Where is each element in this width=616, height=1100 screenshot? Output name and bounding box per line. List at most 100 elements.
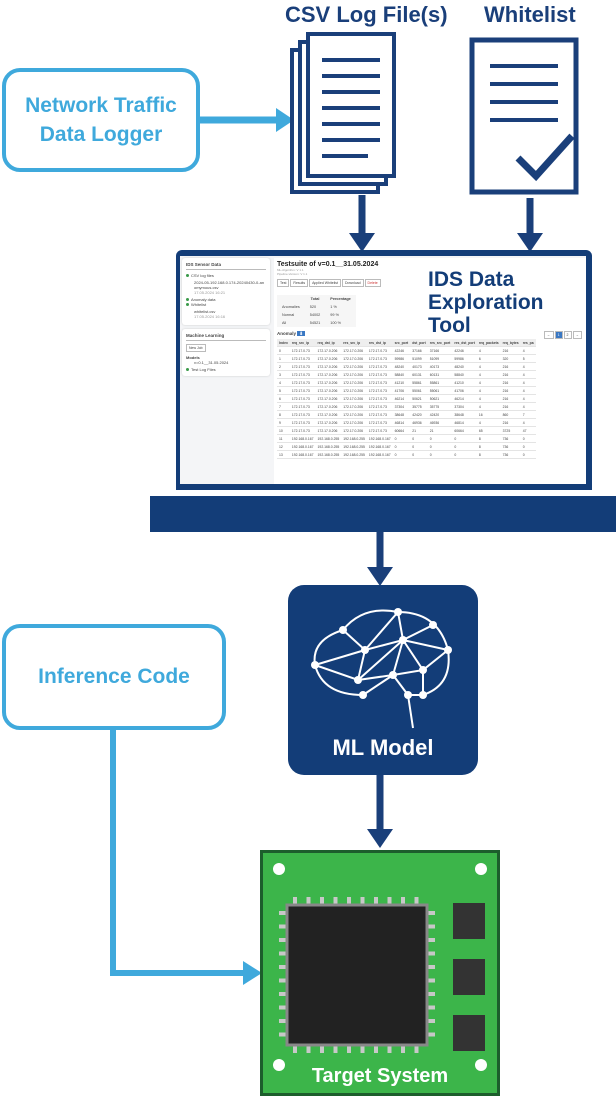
page-1[interactable]: 1: [554, 331, 563, 339]
chip-pin: [279, 951, 287, 956]
anomaly-data-item[interactable]: Anomaly data: [186, 297, 266, 302]
table-cell: 0: [520, 450, 536, 459]
chip-pin: [374, 1045, 378, 1053]
next-page[interactable]: →: [572, 331, 582, 339]
table-cell: 50621: [427, 394, 453, 403]
tool-overlay-title: IDS Data Exploration Tool: [428, 268, 544, 338]
table-cell: 172.17.0.73: [366, 378, 393, 387]
results-button[interactable]: Results: [290, 279, 309, 287]
table-cell: 0: [427, 442, 453, 451]
chip-pin: [427, 938, 435, 942]
prev-page[interactable]: ←: [544, 331, 554, 339]
laptop-base: [150, 496, 616, 532]
table-cell: 21: [410, 426, 428, 435]
download-anomaly-icon[interactable]: ⬇: [297, 331, 306, 336]
table-cell: 192.168.0.167: [366, 434, 393, 443]
table-cell: 3725: [500, 426, 521, 435]
column-header[interactable]: res_dst_ip: [366, 339, 393, 347]
column-header[interactable]: res_dst_port: [452, 339, 477, 347]
table-cell: 0: [427, 434, 453, 443]
column-header[interactable]: req_src_ip: [289, 339, 316, 347]
table-cell: 37166: [410, 346, 428, 355]
whitelist-item[interactable]: Whitelist: [186, 302, 266, 307]
table-cell: 42420: [410, 410, 428, 419]
column-header[interactable]: req_bytes: [500, 339, 521, 347]
chip-pin: [293, 897, 297, 905]
table-cell: 8: [476, 450, 501, 459]
test-log-files-item[interactable]: Test Log Files: [186, 367, 266, 372]
table-cell: 192.168.0.167: [366, 450, 393, 459]
table-cell: 0: [452, 450, 477, 459]
anomaly-section-label: Anomaly: [277, 331, 297, 336]
column-header[interactable]: res_src_ip: [341, 339, 367, 347]
download-button[interactable]: Download: [341, 279, 364, 287]
models-label: Models: [186, 355, 200, 360]
chip-pin: [306, 1045, 311, 1053]
delete-button[interactable]: Delete: [364, 279, 381, 287]
page-2[interactable]: 2: [563, 331, 572, 339]
chip-pin: [279, 1032, 287, 1037]
table-cell: 0: [452, 434, 477, 443]
table-cell: 172.17.0.206: [341, 378, 367, 387]
table-cell: 46936: [427, 418, 453, 427]
csv-file-entry[interactable]: 2024-05-192.168.0.174-20240430-0-anomymo…: [186, 280, 266, 295]
chip-pin: [279, 978, 287, 983]
column-header[interactable]: dst_port: [410, 339, 428, 347]
chip-pin: [427, 1019, 435, 1023]
table-cell: 9: [277, 418, 290, 427]
sensor-data-title: IDS Sensor Data: [186, 262, 266, 270]
table-cell: 216: [500, 378, 521, 387]
chip-pin: [320, 897, 324, 905]
table-cell: 172.17.0.73: [366, 426, 393, 435]
table-cell: 4: [520, 346, 536, 355]
table-cell: 216: [500, 402, 521, 411]
test-button[interactable]: Test: [277, 279, 290, 287]
table-cell: 4: [520, 418, 536, 427]
column-header[interactable]: res_src_port: [427, 339, 453, 347]
new-job-button[interactable]: New Job: [186, 344, 206, 352]
summary-cell: 520: [309, 305, 317, 309]
table-cell: 172.17.0.73: [289, 370, 316, 379]
applied-whitelist-button[interactable]: Applied Whitelist: [309, 279, 341, 287]
column-header[interactable]: req_packets: [476, 339, 501, 347]
chip-pin: [306, 897, 311, 905]
column-header[interactable]: src_port: [392, 339, 411, 347]
summary-cell: 100 %: [330, 321, 342, 325]
ml-model-box: ML Model: [288, 585, 478, 775]
chip-pin: [360, 897, 365, 905]
table-cell: 172.17.0.73: [289, 362, 316, 371]
table-cell: 4: [476, 378, 501, 387]
column-header[interactable]: req_dst_ip: [315, 339, 342, 347]
summary-cell: 54002: [309, 313, 321, 317]
sensor-data-card: IDS Sensor Data CSV log files 2024-05-19…: [182, 258, 270, 325]
column-header[interactable]: res_pa: [520, 339, 536, 347]
table-cell: 55861: [410, 378, 428, 387]
table-cell: 0: [392, 442, 411, 451]
table-cell: 172.17.0.206: [341, 402, 367, 411]
sidebar: IDS Sensor Data CSV log files 2024-05-19…: [182, 258, 270, 380]
table-cell: 0: [277, 346, 290, 355]
column-header[interactable]: Index: [277, 339, 290, 347]
table-cell: 21: [427, 426, 453, 435]
table-cell: 192.168.0.255: [315, 450, 342, 459]
chip-pin: [279, 911, 287, 915]
csv-log-files-item[interactable]: CSV log files: [186, 273, 266, 278]
model-entry[interactable]: v=0.1__31.05.2024: [194, 360, 229, 365]
